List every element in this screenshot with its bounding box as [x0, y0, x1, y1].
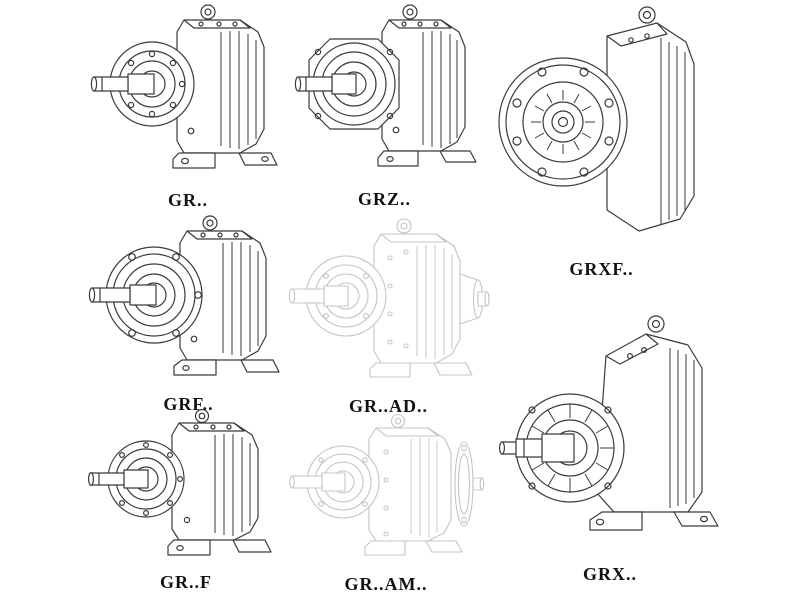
model-label: GRZ.. — [357, 189, 411, 209]
gearbox-drawing-gr-ad — [288, 218, 490, 378]
figure-gr-f: GR..F — [86, 406, 286, 593]
gearbox-drawing-grf — [88, 215, 280, 376]
figure-grf: GRF.. — [86, 212, 291, 415]
figure-grz: GRZ.. — [292, 0, 477, 210]
model-label: GRX.. — [583, 564, 637, 584]
gearbox-drawing-gr — [90, 4, 278, 169]
model-label: GR..AM.. — [344, 574, 428, 594]
gearbox-drawing-grx — [499, 315, 719, 531]
figure-gr-ad: GR..AD.. — [286, 214, 491, 417]
gearbox-drawing-grxf — [498, 6, 695, 232]
model-label: GRXF.. — [569, 259, 634, 279]
model-label: GR..AD.. — [349, 396, 428, 416]
figure-grxf: GRXF.. — [484, 0, 719, 280]
gearbox-drawing-gr-f — [87, 408, 272, 556]
figure-gr: GR.. — [88, 0, 288, 211]
model-label: GRF.. — [163, 394, 214, 414]
model-label: GR.. — [168, 190, 208, 210]
figure-gr-am: GR..AM.. — [286, 410, 486, 595]
gearbox-drawing-gr-am — [289, 413, 485, 556]
model-label: GR..F — [160, 572, 212, 592]
figure-grx: GRX.. — [490, 298, 730, 585]
gearbox-drawing-grz — [294, 4, 477, 167]
